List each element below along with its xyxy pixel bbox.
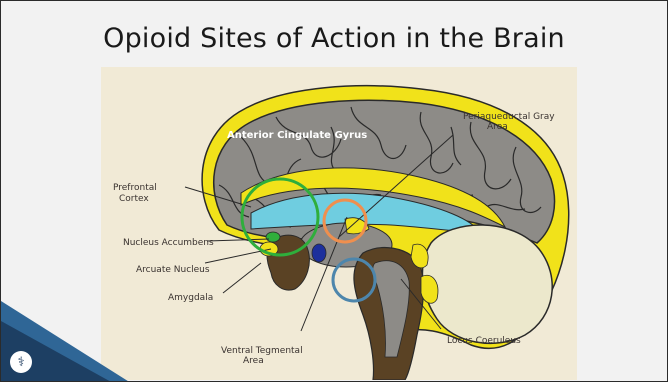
label-amygdala: Amygdala xyxy=(168,293,213,303)
caduceus-icon: ⚕ xyxy=(17,355,24,370)
cerebellum xyxy=(422,225,552,343)
label-locus-coeruleus: Locus Coeruleus xyxy=(447,336,521,346)
nucleus-accumbens-region xyxy=(266,232,280,242)
medical-seal-icon: ⚕ xyxy=(10,351,32,373)
label-arcuate-nucleus: Arcuate Nucleus xyxy=(136,265,210,275)
label-anterior-cingulate-gyrus: Anterior Cingulate Gyrus xyxy=(227,130,367,141)
label-ventral-tegmental-line2: Area xyxy=(243,356,264,366)
label-prefrontal-line2: Cortex xyxy=(119,194,149,204)
brain-diagram: Anterior Cingulate Gyrus Periaqueductal … xyxy=(101,67,577,380)
label-periaqueductal-gray-line2: Area xyxy=(487,122,508,132)
label-nucleus-accumbens: Nucleus Accumbens xyxy=(123,238,214,248)
label-periaqueductal-gray-line1: Periaqueductal Gray xyxy=(463,112,555,122)
amygdala-region xyxy=(312,244,326,262)
label-ventral-tegmental-line1: Ventral Tegmental xyxy=(221,346,303,356)
label-prefrontal-line1: Prefrontal xyxy=(113,183,157,193)
slide-title: Opioid Sites of Action in the Brain xyxy=(1,23,667,54)
